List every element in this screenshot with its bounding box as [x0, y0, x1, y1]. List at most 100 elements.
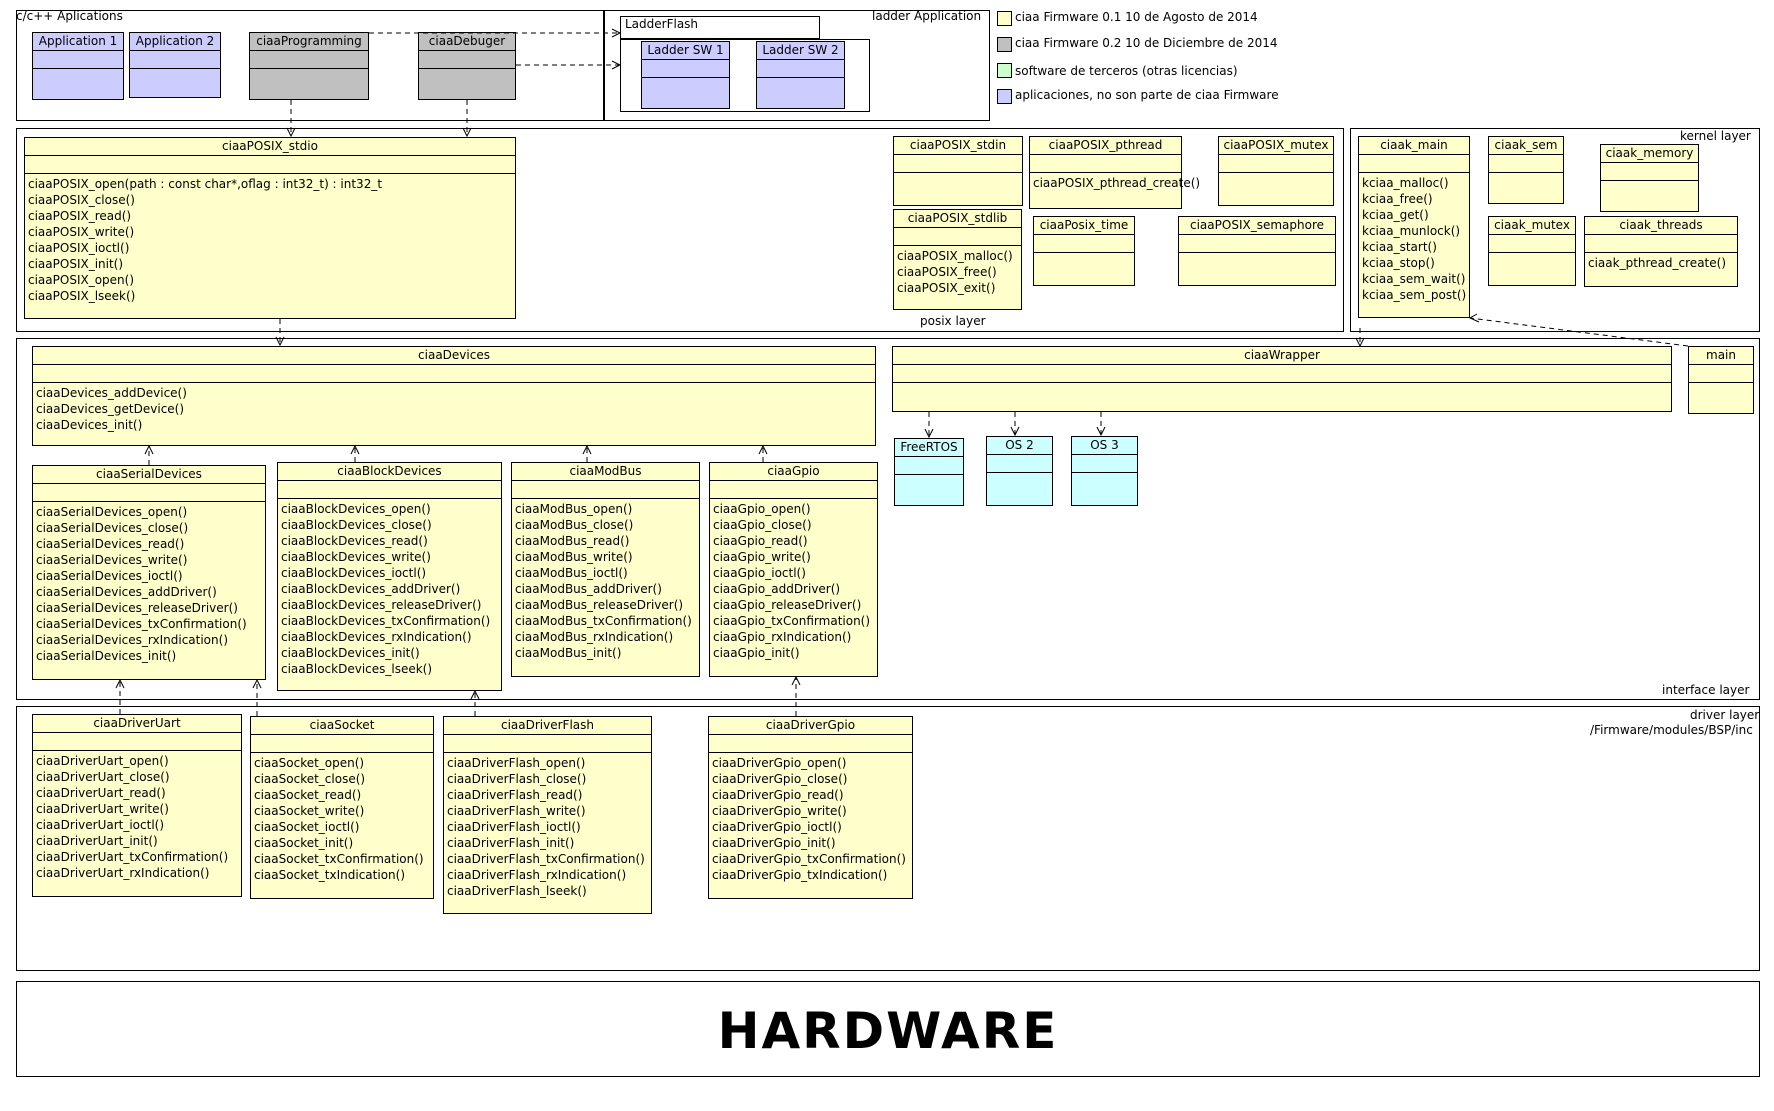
class-operations: ciaaDevices_addDevice() ciaaDevices_getD…: [33, 383, 875, 435]
class-ciaagpio: ciaaGpio ciaaGpio_open() ciaaGpio_close(…: [709, 462, 878, 677]
class-main: main: [1688, 346, 1754, 414]
operation: ciaaGpio_close(): [713, 518, 812, 532]
arrowhead: [1096, 426, 1106, 437]
operation: ciaaDriverFlash_open(): [447, 756, 586, 770]
operation: ciaaSocket_txIndication(): [254, 868, 406, 882]
class-ciaawrapper: ciaaWrapper: [892, 346, 1672, 412]
arrowhead: [115, 678, 125, 689]
operation: ciaaDriverGpio_ioctl(): [712, 820, 842, 834]
operation: kciaa_start(): [1362, 240, 1437, 254]
class-name: ciaaModBus: [512, 463, 699, 481]
class-name: ciaaProgramming: [250, 33, 368, 51]
arrowhead: [470, 689, 480, 700]
operation: ciaaPOSIX_close(): [28, 193, 135, 207]
operation: ciaaBlockDevices_close(): [281, 518, 432, 532]
package-driver-label: driver layer: [1690, 708, 1760, 722]
operation: ciaaBlockDevices_rxIndication(): [281, 630, 472, 644]
class-name: ciaaSerialDevices: [33, 466, 265, 484]
operation: ciaaDriverFlash_close(): [447, 772, 587, 786]
class-application-2: Application 2: [129, 32, 221, 98]
class-ciaablockdevices: ciaaBlockDevices ciaaBlockDevices_open()…: [277, 462, 502, 691]
arrowhead: [924, 428, 934, 439]
class-name: ciaaBlockDevices: [278, 463, 501, 481]
class-freertos: FreeRTOS: [894, 438, 964, 506]
class-application-1: Application 1: [32, 32, 124, 100]
package-kernel-layer: [1350, 128, 1760, 332]
legend-swatch-firmware-02: [997, 37, 1012, 52]
package-hardware: HARDWARE: [16, 981, 1760, 1077]
package-driver-layer: [16, 706, 1760, 971]
package-interface-label: interface layer: [1662, 683, 1750, 697]
class-name: ciaaPOSIX_mutex: [1219, 137, 1333, 155]
class-name: OS 2: [987, 437, 1052, 455]
operation: ciaaPOSIX_lseek(): [28, 289, 136, 303]
class-operations: ciaaDriverFlash_open() ciaaDriverFlash_c…: [444, 753, 651, 901]
operation: ciaaPOSIX_pthread_create(): [1033, 176, 1201, 190]
operation: kciaa_sem_wait(): [1362, 272, 1466, 286]
operation: ciaaModBus_close(): [515, 518, 634, 532]
class-name: ciaak_main: [1359, 137, 1469, 155]
operation: ciaaDriverUart_read(): [36, 786, 166, 800]
class-ciaaposix-stdio: ciaaPOSIX_stdio ciaaPOSIX_open(path : co…: [24, 137, 516, 319]
operation: ciaaDriverGpio_close(): [712, 772, 848, 786]
operation: ciaaDriverGpio_read(): [712, 788, 844, 802]
operation: kciaa_sem_post(): [1362, 288, 1467, 302]
legend-applications: aplicaciones, no son parte de ciaa Firmw…: [1015, 88, 1279, 102]
package-c-apps: [16, 10, 604, 121]
operation: ciaaDriverUart_txConfirmation(): [36, 850, 229, 864]
operation: kciaa_munlock(): [1362, 224, 1461, 238]
class-operations: ciaaPOSIX_open(path : const char*,oflag …: [25, 174, 515, 306]
class-ciaak-memory: ciaak_memory: [1600, 144, 1699, 212]
class-name: Ladder SW 1: [642, 42, 729, 60]
operation: ciaaSerialDevices_open(): [36, 505, 188, 519]
operation: ciaaDriverGpio_write(): [712, 804, 847, 818]
operation: ciaak_pthread_create(): [1588, 256, 1726, 270]
operation: ciaaDriverUart_open(): [36, 754, 169, 768]
legend-swatch-firmware-01: [997, 11, 1012, 26]
operation: ciaaSerialDevices_addDriver(): [36, 585, 217, 599]
class-name: ciaaDriverFlash: [444, 717, 651, 735]
class-ciaadrivergpio: ciaaDriverGpio ciaaDriverGpio_open() cia…: [708, 716, 913, 899]
arrowhead: [252, 678, 262, 689]
class-ciaaserialdevices: ciaaSerialDevices ciaaSerialDevices_open…: [32, 465, 266, 680]
legend-swatch-third-party: [997, 63, 1012, 78]
operation: ciaaModBus_txConfirmation(): [515, 614, 692, 628]
legend-third-party: software de terceros (otras licencias): [1015, 64, 1238, 78]
arrowhead: [611, 60, 622, 70]
operation: ciaaDevices_addDevice(): [36, 386, 187, 400]
class-name: ciaaDevices: [33, 347, 875, 365]
operation: kciaa_free(): [1362, 192, 1433, 206]
class-ciaak-sem: ciaak_sem: [1488, 136, 1564, 204]
operation: ciaaDevices_init(): [36, 418, 143, 432]
operation: ciaaDriverFlash_write(): [447, 804, 586, 818]
operation: ciaaGpio_read(): [713, 534, 808, 548]
class-name: ciaak_memory: [1601, 145, 1698, 163]
operation: ciaaPOSIX_init(): [28, 257, 124, 271]
class-name: FreeRTOS: [895, 439, 963, 457]
operation: ciaaGpio_write(): [713, 550, 811, 564]
operation: ciaaBlockDevices_txConfirmation(): [281, 614, 491, 628]
operation: ciaaGpio_releaseDriver(): [713, 598, 862, 612]
arrowhead: [144, 444, 154, 455]
class-name: ciaaPosix_time: [1034, 217, 1134, 235]
operation: ciaaBlockDevices_read(): [281, 534, 428, 548]
hardware-label: HARDWARE: [717, 1002, 1059, 1060]
class-operations: ciaaModBus_open() ciaaModBus_close() cia…: [512, 499, 699, 663]
package-driver-path: /Firmware/modules/BSP/inc: [1590, 723, 1753, 737]
class-ciaak-main: ciaak_main kciaa_malloc() kciaa_free() k…: [1358, 136, 1470, 318]
operation: ciaaGpio_init(): [713, 646, 800, 660]
class-ciaadevices: ciaaDevices ciaaDevices_addDevice() ciaa…: [32, 346, 876, 446]
class-ciaadebuger: ciaaDebuger: [418, 32, 516, 100]
operation: ciaaDriverFlash_rxIndication(): [447, 868, 627, 882]
arrowhead: [758, 444, 768, 455]
operation: ciaaGpio_ioctl(): [713, 566, 806, 580]
class-name: ciaak_mutex: [1489, 217, 1575, 235]
class-ciaadriverflash: ciaaDriverFlash ciaaDriverFlash_open() c…: [443, 716, 652, 914]
class-operations: ciaaPOSIX_pthread_create(): [1030, 173, 1201, 193]
operation: ciaaDriverGpio_init(): [712, 836, 836, 850]
class-operations: ciaaDriverUart_open() ciaaDriverUart_clo…: [33, 751, 241, 883]
operation: ciaaPOSIX_open(): [28, 273, 135, 287]
operation: ciaaSerialDevices_rxIndication(): [36, 633, 228, 647]
class-name: ciaaPOSIX_stdlib: [894, 210, 1021, 228]
operation: ciaaPOSIX_free(): [897, 265, 997, 279]
